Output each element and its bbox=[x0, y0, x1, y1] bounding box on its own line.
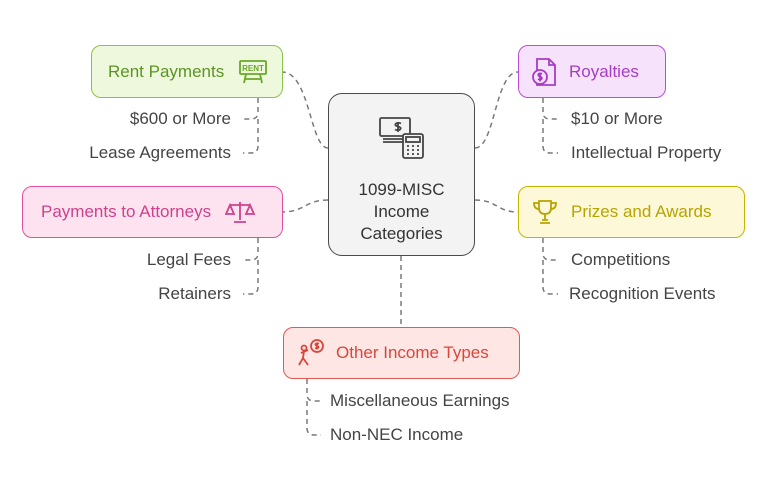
connector-rent-leaf-1 bbox=[243, 98, 259, 120]
trophy-icon bbox=[531, 198, 559, 226]
connector-prizes-leaf-2 bbox=[542, 260, 558, 295]
other-leaf-2: Non-NEC Income bbox=[330, 425, 464, 444]
money-calculator-icon bbox=[378, 114, 426, 165]
attorneys-leaf-2: Retainers bbox=[158, 284, 231, 303]
royalties-leaf-2: Intellectual Property bbox=[571, 143, 722, 162]
connector-prizes bbox=[474, 199, 519, 213]
center-title-line-3: Categories bbox=[360, 224, 443, 243]
connector-prizes-leaf-1 bbox=[542, 238, 558, 261]
connector-royalties-leaf-2 bbox=[542, 119, 558, 154]
center-node: 1099-MISC Income Categories bbox=[328, 93, 475, 256]
connector-attorneys bbox=[281, 199, 329, 213]
node-rent-payments: Rent Payments RENT bbox=[91, 45, 283, 98]
center-title-line-2: Income bbox=[373, 202, 430, 221]
other-leaf-1: Miscellaneous Earnings bbox=[330, 391, 510, 410]
prizes-leaf-1: Competitions bbox=[571, 250, 671, 269]
person-money-icon bbox=[296, 338, 326, 368]
connector-royalties-leaf-1 bbox=[542, 98, 558, 120]
node-rent-payments-label: Rent Payments bbox=[108, 61, 225, 81]
connector-attorneys-leaf-2 bbox=[243, 260, 259, 295]
connector-other-leaf-2 bbox=[306, 401, 321, 436]
connector-rent bbox=[281, 71, 329, 149]
connector-other-leaf-1 bbox=[306, 379, 321, 402]
attorneys-leaf-1: Legal Fees bbox=[146, 250, 231, 269]
node-other-income-types-label: Other Income Types bbox=[336, 343, 489, 362]
rent-leaf-1: $600 or More bbox=[129, 109, 231, 128]
scales-icon bbox=[225, 200, 256, 224]
connector-royalties bbox=[474, 71, 519, 149]
connector-rent-leaf-2 bbox=[243, 119, 259, 154]
center-title: 1099-MISC Income Categories bbox=[359, 179, 445, 245]
center-title-line-1: 1099-MISC bbox=[358, 180, 445, 199]
node-payments-to-attorneys: Payments to Attorneys bbox=[22, 186, 283, 238]
node-prizes-and-awards: Prizes and Awards bbox=[518, 186, 745, 238]
node-payments-to-attorneys-label: Payments to Attorneys bbox=[41, 202, 212, 221]
svg-text:RENT: RENT bbox=[242, 64, 264, 73]
node-other-income-types: Other Income Types bbox=[283, 327, 520, 379]
node-royalties: Royalties bbox=[518, 45, 666, 98]
prizes-leaf-2: Recognition Events bbox=[569, 284, 716, 303]
node-prizes-and-awards-label: Prizes and Awards bbox=[571, 202, 712, 221]
connector-attorneys-leaf-1 bbox=[243, 238, 259, 261]
royalty-document-icon bbox=[531, 57, 557, 87]
node-royalties-label: Royalties bbox=[569, 61, 639, 81]
royalties-leaf-1: $10 or More bbox=[571, 109, 663, 128]
rent-leaf-2: Lease Agreements bbox=[89, 143, 231, 162]
rent-sign-icon: RENT bbox=[238, 59, 268, 85]
